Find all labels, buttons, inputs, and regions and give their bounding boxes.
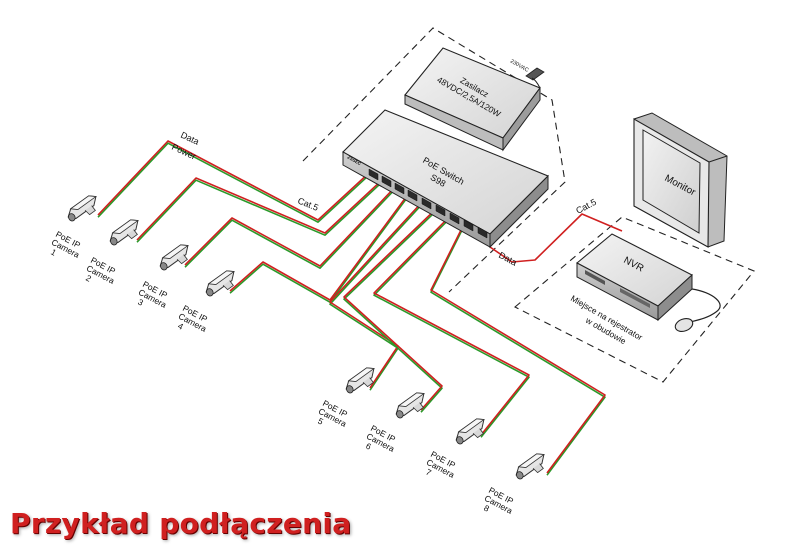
camera-icon-2 bbox=[105, 216, 145, 249]
camera-number-6: 6 bbox=[364, 441, 373, 452]
poe-switch: PoE Switch S98 ZSSEC bbox=[342, 109, 549, 249]
data-wire-7 bbox=[373, 214, 530, 436]
camera-number-2: 2 bbox=[84, 273, 93, 284]
camera-label-8: PoE IPCamera8 bbox=[479, 485, 519, 524]
data-wire-2 bbox=[136, 177, 384, 241]
power-wire-1 bbox=[97, 142, 371, 223]
power-supply: Zasilacz 48VDC/2,5A/120W 230VAC bbox=[404, 47, 545, 152]
power-wire-3 bbox=[184, 187, 397, 270]
camera-number-8: 8 bbox=[482, 503, 491, 514]
nvr: NVR Miejsce na rejestrator w obudowie bbox=[569, 233, 693, 346]
data-cable-label: Data bbox=[179, 130, 200, 147]
power-wire-7 bbox=[373, 216, 530, 438]
camera-icon-1 bbox=[63, 192, 103, 225]
monitor: Monitor bbox=[633, 112, 728, 248]
data-wire-1 bbox=[97, 140, 371, 221]
camera-icon-8 bbox=[511, 450, 551, 483]
camera-number-7: 7 bbox=[424, 467, 433, 478]
cables-group bbox=[97, 140, 623, 476]
data-wire-nvr bbox=[489, 213, 623, 263]
power-wire-8 bbox=[430, 223, 606, 476]
camera-number-3: 3 bbox=[136, 297, 145, 308]
power-wire-6 bbox=[343, 209, 443, 413]
data-nvr-label: Data bbox=[497, 250, 518, 268]
camera-number-5: 5 bbox=[316, 416, 325, 427]
power-wire-5 bbox=[329, 202, 424, 391]
caption-title: Przykład podłączenia bbox=[10, 507, 352, 540]
camera-icon-4 bbox=[201, 267, 241, 300]
power-plug-icon bbox=[525, 67, 545, 81]
data-wire-5 bbox=[329, 200, 424, 389]
camera-number-1: 1 bbox=[49, 247, 58, 258]
mouse-icon bbox=[674, 288, 721, 332]
dashed-area-boundaries bbox=[302, 27, 755, 383]
data-wire-6 bbox=[343, 207, 443, 411]
power-wire-4 bbox=[229, 194, 410, 304]
camera-label-3: PoE IPCamera3 bbox=[133, 279, 173, 318]
camera-label-6: PoE IPCamera6 bbox=[361, 423, 401, 462]
camera-label-5: PoE IPCamera5 bbox=[313, 398, 353, 437]
data-wire-8 bbox=[430, 221, 606, 474]
camera-label-4: PoE IPCamera4 bbox=[173, 303, 213, 342]
camera-number-4: 4 bbox=[176, 321, 185, 332]
data-wire-4 bbox=[229, 192, 410, 301]
camera-label-2: PoE IPCamera2 bbox=[81, 255, 121, 294]
cat5-label-right: Cat.5 bbox=[574, 197, 598, 216]
camera-label-1: PoE IPCamera1 bbox=[46, 229, 86, 268]
data-wire-3 bbox=[184, 185, 397, 267]
power-wire-2 bbox=[136, 179, 384, 243]
camera-icon-3 bbox=[155, 241, 195, 274]
camera-label-7: PoE IPCamera7 bbox=[421, 449, 461, 488]
switch-ports bbox=[368, 168, 488, 239]
psu-plug-label: 230VAC bbox=[509, 59, 529, 74]
